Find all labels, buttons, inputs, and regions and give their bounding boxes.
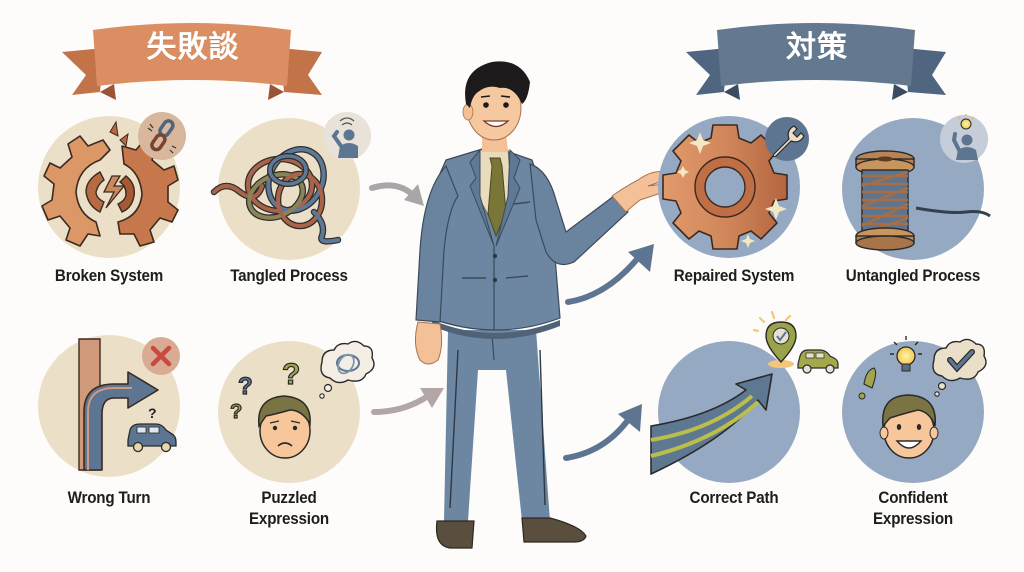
sparkle-icons xyxy=(677,132,787,248)
caption-wrong-turn: Wrong Turn xyxy=(67,489,151,507)
caption-tangled-process: Tangled Process xyxy=(230,267,348,285)
right-arm xyxy=(529,163,629,265)
wrong-turn-arrow-icon xyxy=(78,338,159,471)
red-x-icon xyxy=(142,337,180,375)
wrench-icon xyxy=(765,117,809,161)
banner-right-tail-right xyxy=(904,48,946,95)
puzzled-face-icon xyxy=(257,395,311,459)
confused-car-icon: ? xyxy=(127,405,177,453)
tangled-yarn-icon xyxy=(210,146,342,245)
banner-right-tail-left xyxy=(686,48,728,95)
tangled-thought-bubble-icon xyxy=(319,340,375,399)
card-confident-expression xyxy=(842,336,987,483)
card-repaired-system xyxy=(658,116,809,258)
caption-repaired-system: Repaired System xyxy=(673,267,795,285)
lightbulb-icon xyxy=(890,336,922,372)
thread-spool-icon xyxy=(855,150,991,251)
failures-banner-title: 失敗談 xyxy=(146,30,240,65)
caption-confident-expression: Confident Expression xyxy=(872,489,954,528)
confident-face-icon xyxy=(879,394,939,459)
banner-left-ribbon xyxy=(93,23,291,86)
svg-text:?: ? xyxy=(238,373,253,400)
left-shoe xyxy=(435,520,475,549)
card-correct-path xyxy=(650,310,839,483)
banner-solutions xyxy=(686,23,946,100)
idea-person-icon xyxy=(940,114,988,163)
banner-failures xyxy=(62,23,322,100)
location-pin-check-icon xyxy=(752,310,797,368)
banner-right-ribbon xyxy=(717,23,915,86)
banner-left-tail-right xyxy=(280,48,322,95)
question-marks-icon: ? ? ? xyxy=(229,357,301,423)
upward-path-arrow-icon xyxy=(650,373,773,475)
arrow-in-bottom xyxy=(371,388,444,415)
svg-text:?: ? xyxy=(148,405,157,421)
arrow-out-top xyxy=(565,244,654,305)
presenter-figure xyxy=(414,61,668,549)
caption-correct-path: Correct Path xyxy=(689,489,779,507)
trousers xyxy=(444,330,550,521)
confused-person-icon xyxy=(323,112,371,160)
smile xyxy=(482,120,510,128)
card-tangled-process xyxy=(210,112,371,260)
caption-broken-system: Broken System xyxy=(54,267,164,285)
svg-text:?: ? xyxy=(230,401,242,423)
car-icon xyxy=(797,349,839,374)
caption-puzzled-expression: Puzzled Expression xyxy=(248,489,330,528)
card-wrong-turn: ? xyxy=(38,335,180,477)
card-puzzled-expression: ? ? ? xyxy=(218,340,375,483)
caption-untangled-process: Untangled Process xyxy=(845,267,981,285)
solutions-banner-title: 対策 xyxy=(786,30,848,65)
card-broken-system xyxy=(38,112,186,258)
broken-chain-icon xyxy=(138,112,186,160)
card-untangled-process xyxy=(842,114,991,260)
svg-text:?: ? xyxy=(282,358,300,391)
hair xyxy=(465,61,530,108)
left-arm xyxy=(415,164,459,323)
left-hand xyxy=(414,321,443,365)
arrow-in-top xyxy=(369,182,424,206)
check-thought-bubble-icon xyxy=(932,338,987,397)
exclamation-icon xyxy=(858,367,877,400)
broken-gears-icon xyxy=(41,120,179,247)
right-shoe xyxy=(521,517,587,543)
banner-left-tail-left xyxy=(62,48,104,95)
arrow-out-bottom xyxy=(563,404,642,461)
